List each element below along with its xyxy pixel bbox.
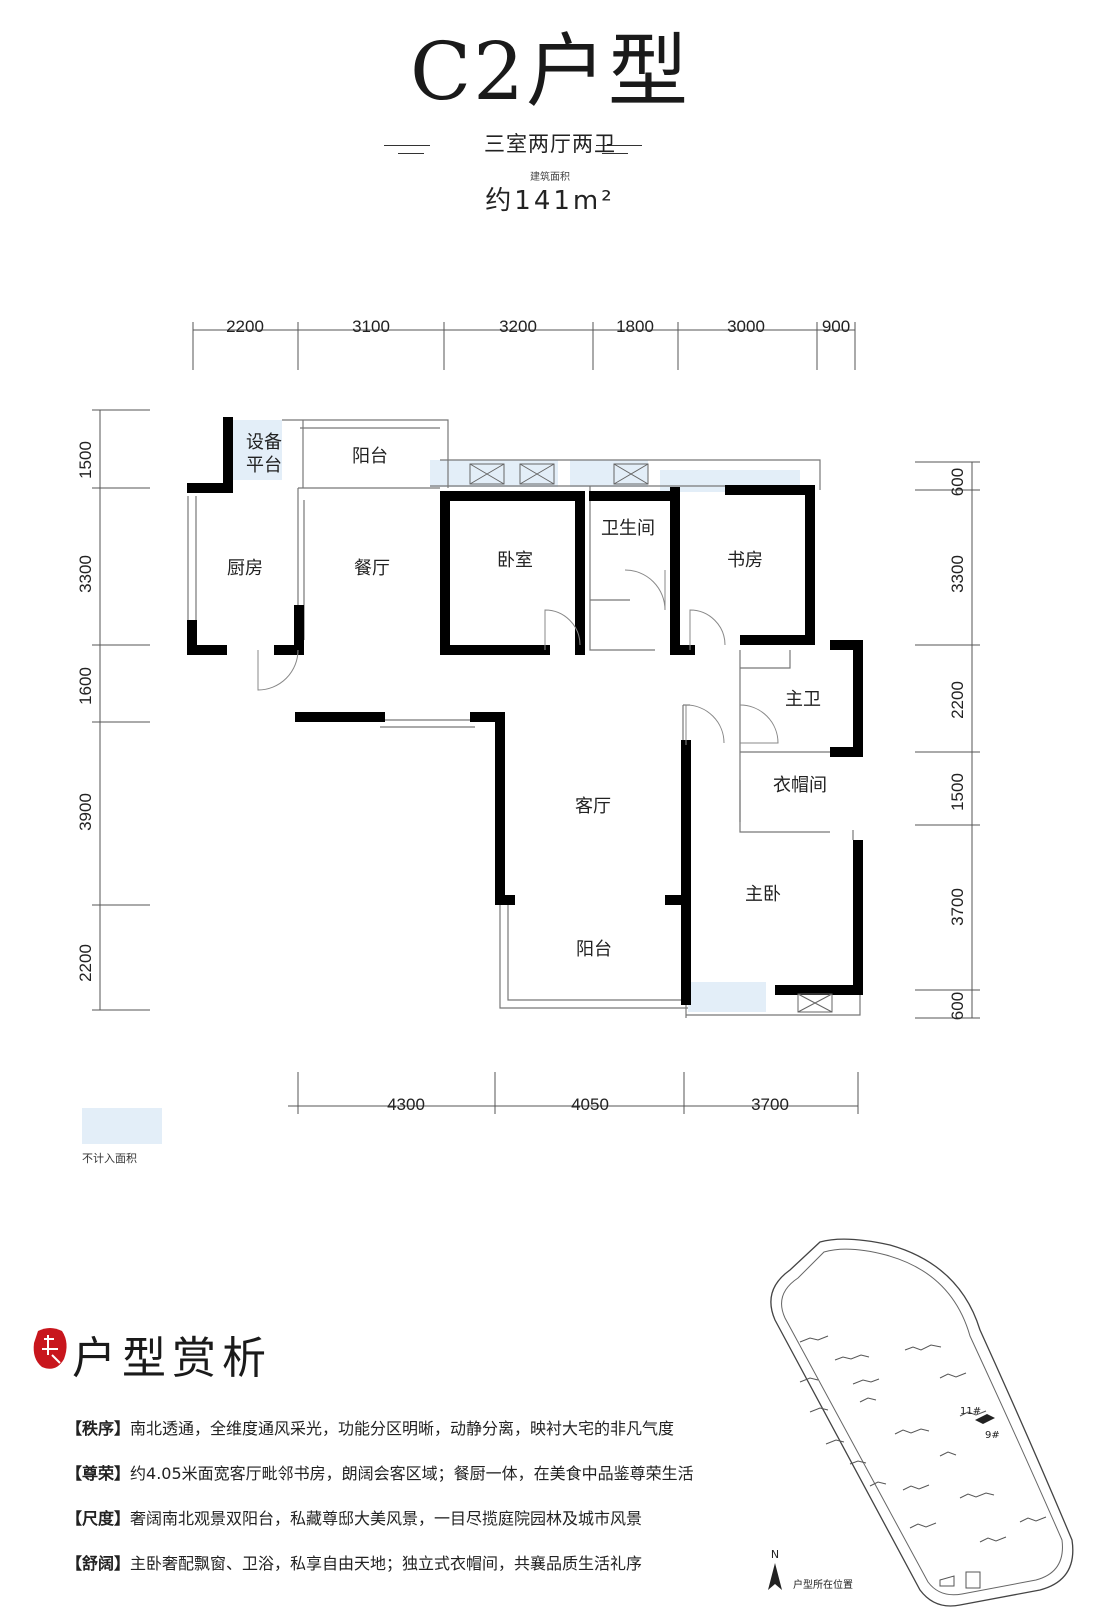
north-label: N bbox=[771, 1548, 779, 1561]
feature-item-2: 【尊荣】约4.05米面宽客厅毗邻书房，朗阔会客区域；餐厨一体，在美食中品鉴尊荣生… bbox=[66, 1460, 694, 1484]
dim-left-2: 3300 bbox=[76, 555, 95, 593]
dim-bottom-3: 3700 bbox=[751, 1095, 789, 1114]
thin-walls bbox=[187, 419, 861, 1018]
dim-left-4: 3900 bbox=[76, 793, 95, 831]
room-label-living: 客厅 bbox=[575, 796, 611, 817]
room-label-bedroom: 卧室 bbox=[497, 550, 533, 571]
dim-left-1: 1500 bbox=[76, 441, 95, 479]
page-title: C2户型 bbox=[409, 25, 691, 118]
analysis-title: 户型赏析 bbox=[72, 1333, 272, 1384]
dim-top-6: 900 bbox=[822, 317, 850, 336]
dim-right-4: 1500 bbox=[948, 773, 967, 811]
unit-location-marker bbox=[975, 1414, 995, 1424]
dim-right-1: 600 bbox=[948, 468, 967, 496]
non-counted-areas bbox=[225, 420, 800, 1012]
dim-bottom-2: 4050 bbox=[571, 1095, 609, 1114]
feature-item-1: 【秩序】南北透通，全维度通风采光，功能分区明晰，动静分离，映衬大宅的非凡气度 bbox=[66, 1415, 674, 1439]
building-11-label: 11# bbox=[960, 1406, 981, 1417]
dim-right-2: 3300 bbox=[948, 555, 967, 593]
feature-key-3: 【尺度】 bbox=[66, 1509, 131, 1528]
dim-top-4: 1800 bbox=[616, 317, 654, 336]
room-label-master-bedroom: 主卧 bbox=[745, 884, 781, 905]
door-swings bbox=[257, 569, 779, 745]
dim-left-3: 1600 bbox=[76, 667, 95, 705]
area-label: 建筑面积 bbox=[530, 172, 570, 183]
dim-top-5: 3000 bbox=[727, 317, 765, 336]
feature-key-1: 【秩序】 bbox=[66, 1419, 131, 1438]
location-label: 户型所在位置 bbox=[793, 1578, 853, 1591]
decorative-line-left-short bbox=[398, 153, 424, 154]
dim-right-3: 2200 bbox=[948, 681, 967, 719]
room-label-study: 书房 bbox=[727, 550, 763, 571]
room-label-kitchen: 厨房 bbox=[227, 558, 263, 579]
feature-key-2: 【尊荣】 bbox=[66, 1464, 131, 1483]
decorative-line-right bbox=[596, 145, 642, 146]
thick-walls bbox=[187, 417, 863, 1005]
seal-icon bbox=[33, 1328, 67, 1369]
legend-swatch bbox=[82, 1108, 162, 1144]
room-label-south-balcony: 阳台 bbox=[576, 939, 612, 960]
dim-top-1: 2200 bbox=[226, 317, 264, 336]
dim-top-3: 3200 bbox=[499, 317, 537, 336]
dimension-lines bbox=[92, 322, 980, 1114]
dim-right-5: 3700 bbox=[948, 888, 967, 926]
room-label-bathroom: 卫生间 bbox=[601, 518, 655, 539]
feature-text-3: 奢阔南北观景双阳台，私藏尊邸大美风景，一目尽揽庭院园林及城市风景 bbox=[130, 1509, 643, 1528]
dim-bottom-1: 4300 bbox=[387, 1095, 425, 1114]
dim-left-5: 2200 bbox=[76, 944, 95, 982]
bay-window-master bbox=[688, 982, 766, 1012]
feature-item-3: 【尺度】奢阔南北观景双阳台，私藏尊邸大美风景，一目尽揽庭院园林及城市风景 bbox=[66, 1505, 642, 1529]
room-label-equipment-2: 平台 bbox=[246, 455, 282, 476]
north-arrow-icon bbox=[768, 1563, 782, 1590]
unit-type-subtitle: 三室两厅两卫 bbox=[484, 132, 616, 156]
decorative-line-right-short bbox=[602, 153, 628, 154]
dim-top-2: 3100 bbox=[352, 317, 390, 336]
room-label-master-bath: 主卫 bbox=[785, 689, 821, 710]
decorative-line-left bbox=[384, 145, 430, 146]
area-value: 约141m² bbox=[485, 186, 615, 216]
room-label-closet: 衣帽间 bbox=[773, 775, 827, 796]
building-9-label: 9# bbox=[985, 1430, 1000, 1441]
room-label-north-balcony: 阳台 bbox=[352, 446, 388, 467]
feature-text-2: 约4.05米面宽客厅毗邻书房，朗阔会客区域；餐厨一体，在美食中品鉴尊荣生活 bbox=[130, 1464, 694, 1483]
feature-key-4: 【舒阔】 bbox=[66, 1554, 131, 1573]
feature-text-4: 主卧奢配飘窗、卫浴，私享自由天地；独立式衣帽间，共襄品质生活礼序 bbox=[130, 1554, 643, 1573]
window-ac-marks bbox=[469, 463, 833, 1013]
equipment-platform-area bbox=[225, 420, 282, 480]
dim-right-6: 600 bbox=[948, 992, 967, 1020]
room-label-dining: 餐厅 bbox=[354, 558, 390, 579]
site-map: 11# 9# N 户型所在位置 bbox=[768, 1238, 1074, 1607]
feature-text-1: 南北透通，全维度通风采光，功能分区明晰，动静分离，映衬大宅的非凡气度 bbox=[130, 1419, 675, 1438]
legend-label: 不计入面积 bbox=[82, 1152, 137, 1165]
feature-item-4: 【舒阔】主卧奢配飘窗、卫浴，私享自由天地；独立式衣帽间，共襄品质生活礼序 bbox=[66, 1550, 642, 1574]
room-label-equipment-1: 设备 bbox=[246, 432, 282, 453]
